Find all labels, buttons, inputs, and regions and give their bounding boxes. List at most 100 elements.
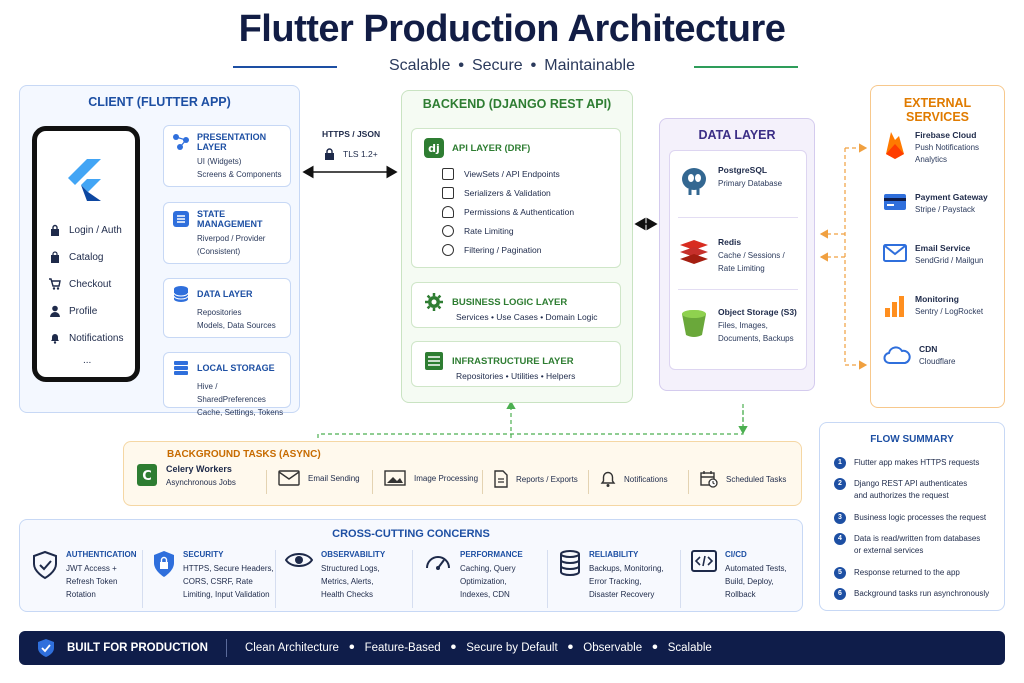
checklist-icon: [442, 187, 454, 199]
step-number: 5: [834, 567, 846, 579]
document-icon: [442, 168, 454, 180]
layer-desc: UI (Widgets): [197, 157, 242, 166]
tagline-item: Scalable: [388, 57, 451, 74]
concern-desc: Build, Deploy,: [725, 577, 774, 586]
phone-item-checkout[interactable]: Checkout: [49, 278, 111, 290]
api-item: Serializers & Validation: [442, 187, 551, 199]
phone-item-profile[interactable]: Profile: [49, 305, 97, 317]
task-notifications: Notifications: [600, 470, 668, 488]
step-text: Django REST API authenticates: [854, 479, 968, 488]
service-title: Monitoring: [915, 294, 959, 304]
gear-icon: [425, 293, 443, 311]
service-desc: Analytics: [915, 155, 948, 164]
state-management-box: STATE MANAGEMENT Riverpod / Provider(Con…: [163, 202, 291, 264]
divider: [678, 289, 798, 290]
layer-desc: Cache, Settings, Tokens: [197, 408, 284, 417]
api-item: Permissions & Authentication: [442, 206, 574, 218]
step-text: Data is read/written from databases: [854, 534, 981, 543]
phone-item-notifications[interactable]: Notifications: [49, 332, 123, 344]
task-label: Image Processing: [414, 473, 479, 483]
tagline-item: Maintainable: [544, 57, 636, 74]
banner-item: Observable: [583, 642, 643, 654]
shield-check-icon: [33, 550, 57, 580]
concern-title: SECURITY: [183, 550, 224, 559]
banner-item: Secure by Default: [466, 642, 558, 654]
tls-text: TLS 1.2+: [343, 149, 378, 159]
task-scheduled: Scheduled Tasks: [700, 470, 786, 488]
bell-icon: [600, 471, 616, 487]
concern-desc: Error Tracking,: [589, 577, 642, 586]
api-layer-box: dj API LAYER (DRF) ViewSets / API Endpoi…: [411, 128, 621, 268]
calendar-clock-icon: [700, 471, 718, 488]
layer-title: PRESENTATION LAYER: [197, 132, 267, 152]
api-item-label: Permissions & Authentication: [464, 207, 575, 217]
background-title: BACKGROUND TASKS (ASYNC): [167, 449, 321, 460]
divider: [266, 470, 267, 494]
api-item: Filtering / Pagination: [442, 244, 542, 256]
api-item-label: Serializers & Validation: [464, 188, 551, 198]
banner-item: Scalable: [667, 642, 712, 654]
celery-icon: C: [137, 464, 157, 486]
concern-desc: Rotation: [66, 590, 96, 599]
concern-title: PERFORMANCE: [460, 550, 523, 559]
s3-item: Object Storage (S3)Files, Images,Documen…: [678, 307, 797, 345]
phone-item-label: Profile: [69, 305, 98, 317]
layer-desc: Repositories: [197, 308, 242, 317]
mail-icon: [883, 244, 907, 262]
phone-item-label: Catalog: [69, 251, 104, 263]
django-icon: dj: [424, 138, 444, 158]
page-title: Flutter Production Architecture: [238, 8, 786, 50]
concern-desc: Refresh Token: [66, 577, 118, 586]
concern-desc: Structured Logs,: [321, 564, 380, 573]
user-icon: [50, 305, 60, 317]
divider: [678, 217, 798, 218]
postgresql-icon: [682, 168, 706, 195]
step-number: 6: [834, 588, 846, 600]
concern-desc: JWT Access +: [66, 564, 117, 573]
svg-text:dj: dj: [428, 142, 440, 155]
store-desc: Primary Database: [718, 179, 783, 188]
flow-step: 5 Response returned to the app: [834, 567, 999, 579]
service-desc: SendGrid / Mailgun: [915, 256, 984, 265]
title-rule-left: [233, 66, 337, 68]
step-text: Response returned to the app: [854, 568, 960, 577]
divider: [412, 550, 413, 608]
s3-bucket-icon: [682, 310, 706, 337]
gauge-icon: [426, 556, 450, 570]
backend-title: BACKEND (DJANGO REST API): [422, 97, 612, 111]
divider: [372, 470, 373, 494]
bell-icon: [51, 334, 59, 344]
api-item: Rate Limiting: [442, 225, 514, 237]
phone-item-login[interactable]: Login / Auth: [49, 224, 122, 236]
phone-item-catalog[interactable]: Catalog: [49, 251, 103, 263]
divider: [547, 550, 548, 608]
banner-title: BUILT FOR PRODUCTION: [67, 642, 208, 654]
step-number: 4: [834, 533, 846, 545]
concern-desc: Automated Tests,: [725, 564, 787, 573]
client-title: CLIENT (FLUTTER APP): [88, 95, 231, 109]
server-icon: [425, 352, 443, 370]
business-logic-box: BUSINESS LOGIC LAYER Services • Use Case…: [411, 282, 621, 328]
infra-title: INFRASTRUCTURE LAYER: [452, 355, 574, 367]
store-desc: Rate Limiting: [718, 264, 765, 273]
divider: [482, 470, 483, 494]
api-layer-title: API LAYER (DRF): [452, 142, 531, 154]
concern-desc: Caching, Query: [460, 564, 516, 573]
store-title: Object Storage (S3): [718, 307, 797, 317]
user-lock-icon: [442, 206, 454, 218]
lock-icon: [325, 148, 334, 160]
